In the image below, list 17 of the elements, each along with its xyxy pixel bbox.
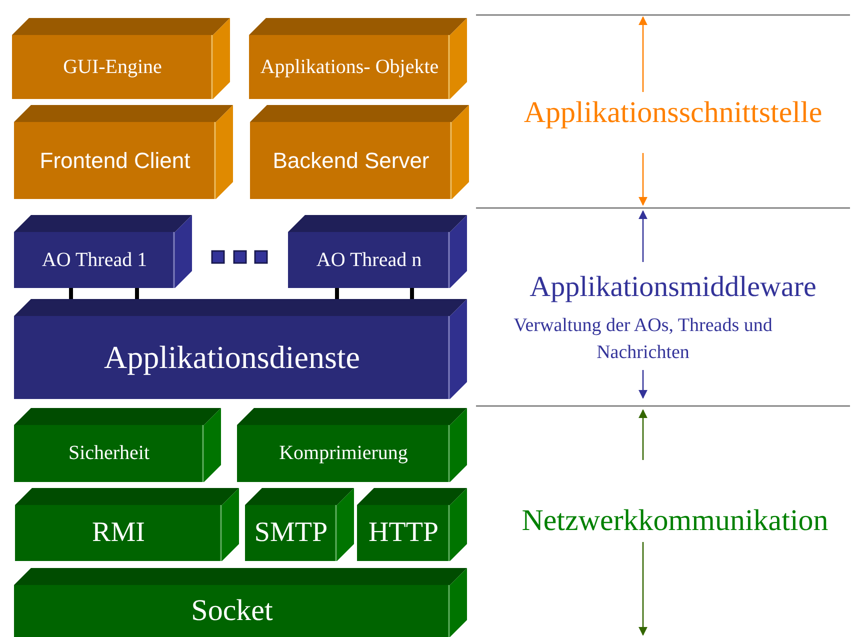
block-label: GUI-Engine bbox=[62, 56, 163, 78]
block-label: Sicherheit bbox=[67, 442, 151, 465]
block-label: AO Thread 1 bbox=[40, 248, 148, 272]
connector-line bbox=[69, 288, 73, 299]
connector-line bbox=[135, 288, 139, 299]
block-label: SMTP bbox=[253, 516, 329, 550]
block-label: RMI bbox=[91, 516, 146, 550]
block-label: Applikationsdienste bbox=[103, 339, 361, 376]
connector-line bbox=[410, 288, 414, 299]
block-label: Frontend Client bbox=[38, 148, 192, 174]
block-label: Socket bbox=[190, 594, 274, 628]
block-label: Backend Server bbox=[272, 148, 430, 174]
block-label: HTTP bbox=[368, 516, 440, 550]
block-label: Applikations- Objekte bbox=[259, 56, 440, 78]
block-label: AO Thread n bbox=[315, 248, 423, 272]
connector-line bbox=[335, 288, 339, 299]
block-label: Komprimierung bbox=[278, 442, 409, 465]
